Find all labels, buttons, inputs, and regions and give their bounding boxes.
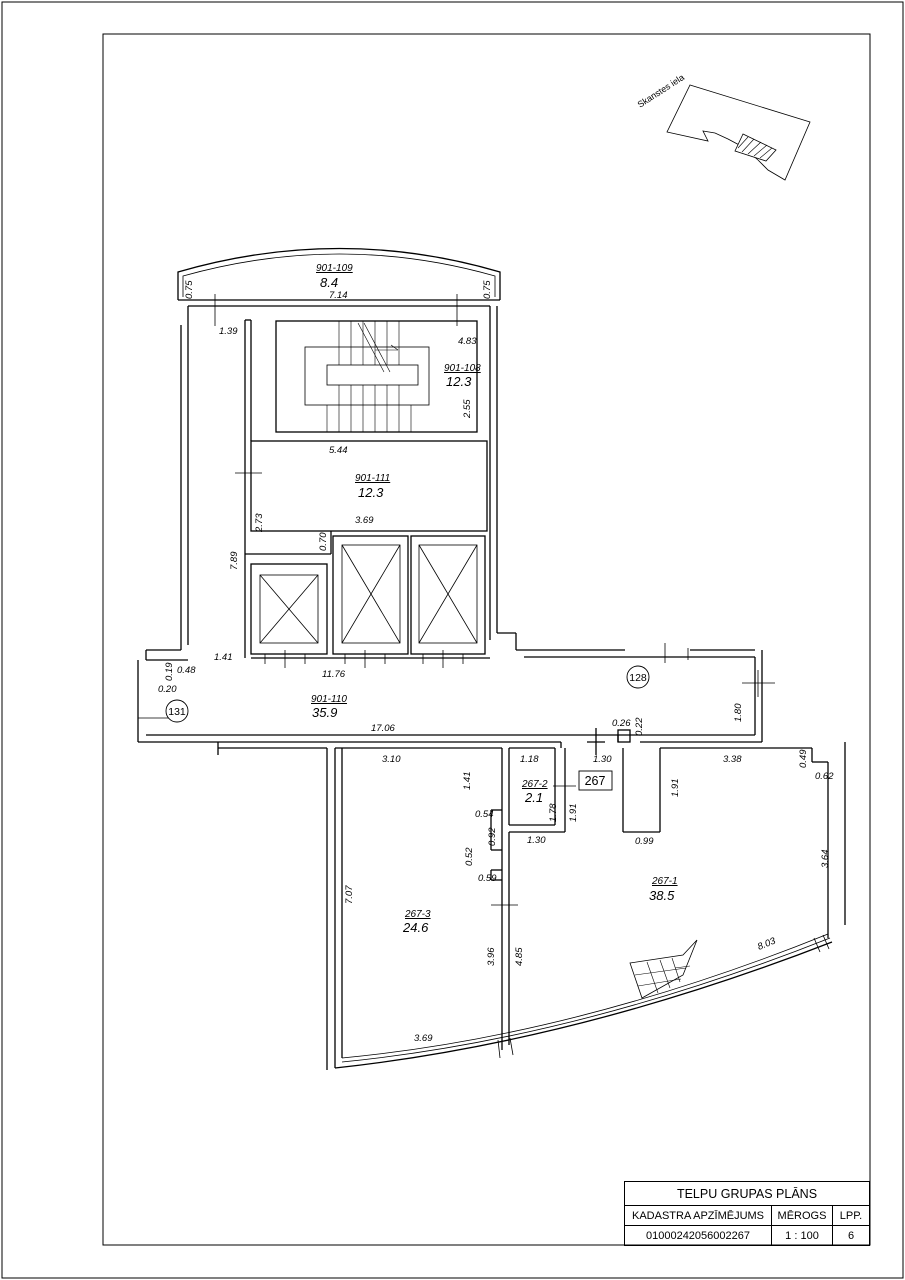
room-901-110-area: 35.9 <box>312 705 337 720</box>
title-block-title: TELPU GRUPAS PLĀNS <box>624 1181 870 1206</box>
dim-label: 7.07 <box>344 885 355 904</box>
dim-label: 0.62 <box>815 771 834 782</box>
room-267-3-area: 24.6 <box>402 920 429 935</box>
dim-label: 7.89 <box>229 551 240 570</box>
dimension-labels: 0.75 7.14 0.75 1.39 4.83 2.55 5.44 2.73 … <box>158 280 834 1044</box>
title-val-kadastra: 01000242056002267 <box>624 1225 772 1246</box>
dim-label: 8.03 <box>756 935 778 952</box>
dim-label: 2.73 <box>254 513 265 533</box>
dim-label: 1.41 <box>462 772 473 791</box>
dim-label: 0.20 <box>158 684 177 695</box>
dim-label: 1.39 <box>219 326 238 337</box>
dim-label: 3.69 <box>355 515 374 526</box>
dim-label: 0.22 <box>634 717 645 736</box>
dim-label: 3.69 <box>414 1033 433 1044</box>
dim-label: 1.80 <box>733 703 744 722</box>
room-901-109-id: 901-109 <box>316 263 353 274</box>
room-901-109-area: 8.4 <box>320 275 338 290</box>
group-label-text: 267 <box>585 774 606 788</box>
street-name: Skanstes iela <box>636 72 686 110</box>
dim-label: 2.55 <box>462 399 473 419</box>
dim-label: 0.49 <box>798 749 809 768</box>
title-col-lpp: LPP. <box>832 1205 870 1226</box>
sheet-frame <box>102 33 871 1246</box>
dim-label: 0.19 <box>164 662 175 681</box>
dim-label: 3.38 <box>723 754 742 765</box>
dim-label: 3.64 <box>820 850 831 869</box>
marker-128: 128 <box>626 665 650 689</box>
dim-label: 1.18 <box>520 754 539 765</box>
walls <box>137 247 846 1070</box>
dim-label: 0.48 <box>177 665 196 676</box>
title-col-kadastra: KADASTRA APZĪMĒJUMS <box>624 1205 772 1226</box>
room-901-108-id: 901-108 <box>444 363 481 374</box>
room-901-111-area: 12.3 <box>358 485 384 500</box>
dim-label: 4.85 <box>514 947 525 966</box>
room-267-1-area: 38.5 <box>649 888 675 903</box>
location-key-plan: Skanstes iela <box>636 72 811 181</box>
dim-label: 1.78 <box>548 803 559 822</box>
dim-label: 1.91 <box>670 779 681 798</box>
room-267-3-id: 267-3 <box>404 909 431 920</box>
dim-label: 0.59 <box>478 873 497 884</box>
group-label-box: 267 <box>578 770 613 791</box>
dim-label: 0.75 <box>482 280 493 299</box>
marker-131: 131 <box>165 699 189 723</box>
dim-label: 1.91 <box>568 804 579 823</box>
room-901-110-id: 901-110 <box>311 694 347 705</box>
dim-label: 7.14 <box>329 290 348 301</box>
room-267-1-id: 267-1 <box>651 876 678 887</box>
dim-label: 0.99 <box>635 836 654 847</box>
dim-label: 1.41 <box>214 652 233 663</box>
dim-label: 0.70 <box>318 532 329 551</box>
marker-128-label: 128 <box>629 672 647 684</box>
dim-label: 4.83 <box>458 336 477 347</box>
room-labels: 901-109 8.4 901-108 12.3 901-111 12.3 90… <box>311 263 678 935</box>
dim-label: 0.26 <box>612 718 631 729</box>
dim-label: 0.52 <box>464 847 475 866</box>
room-267-2-id: 267-2 <box>521 779 548 790</box>
dim-label: 3.96 <box>486 947 497 966</box>
dim-label: 0.75 <box>184 280 195 299</box>
dim-label: 11.76 <box>322 669 346 680</box>
room-901-108-area: 12.3 <box>446 374 472 389</box>
dim-label: 5.44 <box>329 445 348 456</box>
dim-label: 1.30 <box>593 754 612 765</box>
marker-131-label: 131 <box>168 706 186 718</box>
dim-label: 3.10 <box>382 754 401 765</box>
dim-label: 0.92 <box>487 827 498 846</box>
dim-label: 0.54 <box>475 809 494 820</box>
dim-label: 1.30 <box>527 835 546 846</box>
title-val-merogs: 1 : 100 <box>771 1225 833 1246</box>
title-val-lpp: 6 <box>832 1225 870 1246</box>
room-901-111-id: 901-111 <box>355 473 390 484</box>
title-block: TELPU GRUPAS PLĀNS KADASTRA APZĪMĒJUMS M… <box>624 1181 870 1246</box>
title-col-merogs: MĒROGS <box>771 1205 833 1226</box>
room-267-2-area: 2.1 <box>524 790 543 805</box>
dim-label: 17.06 <box>371 723 395 734</box>
